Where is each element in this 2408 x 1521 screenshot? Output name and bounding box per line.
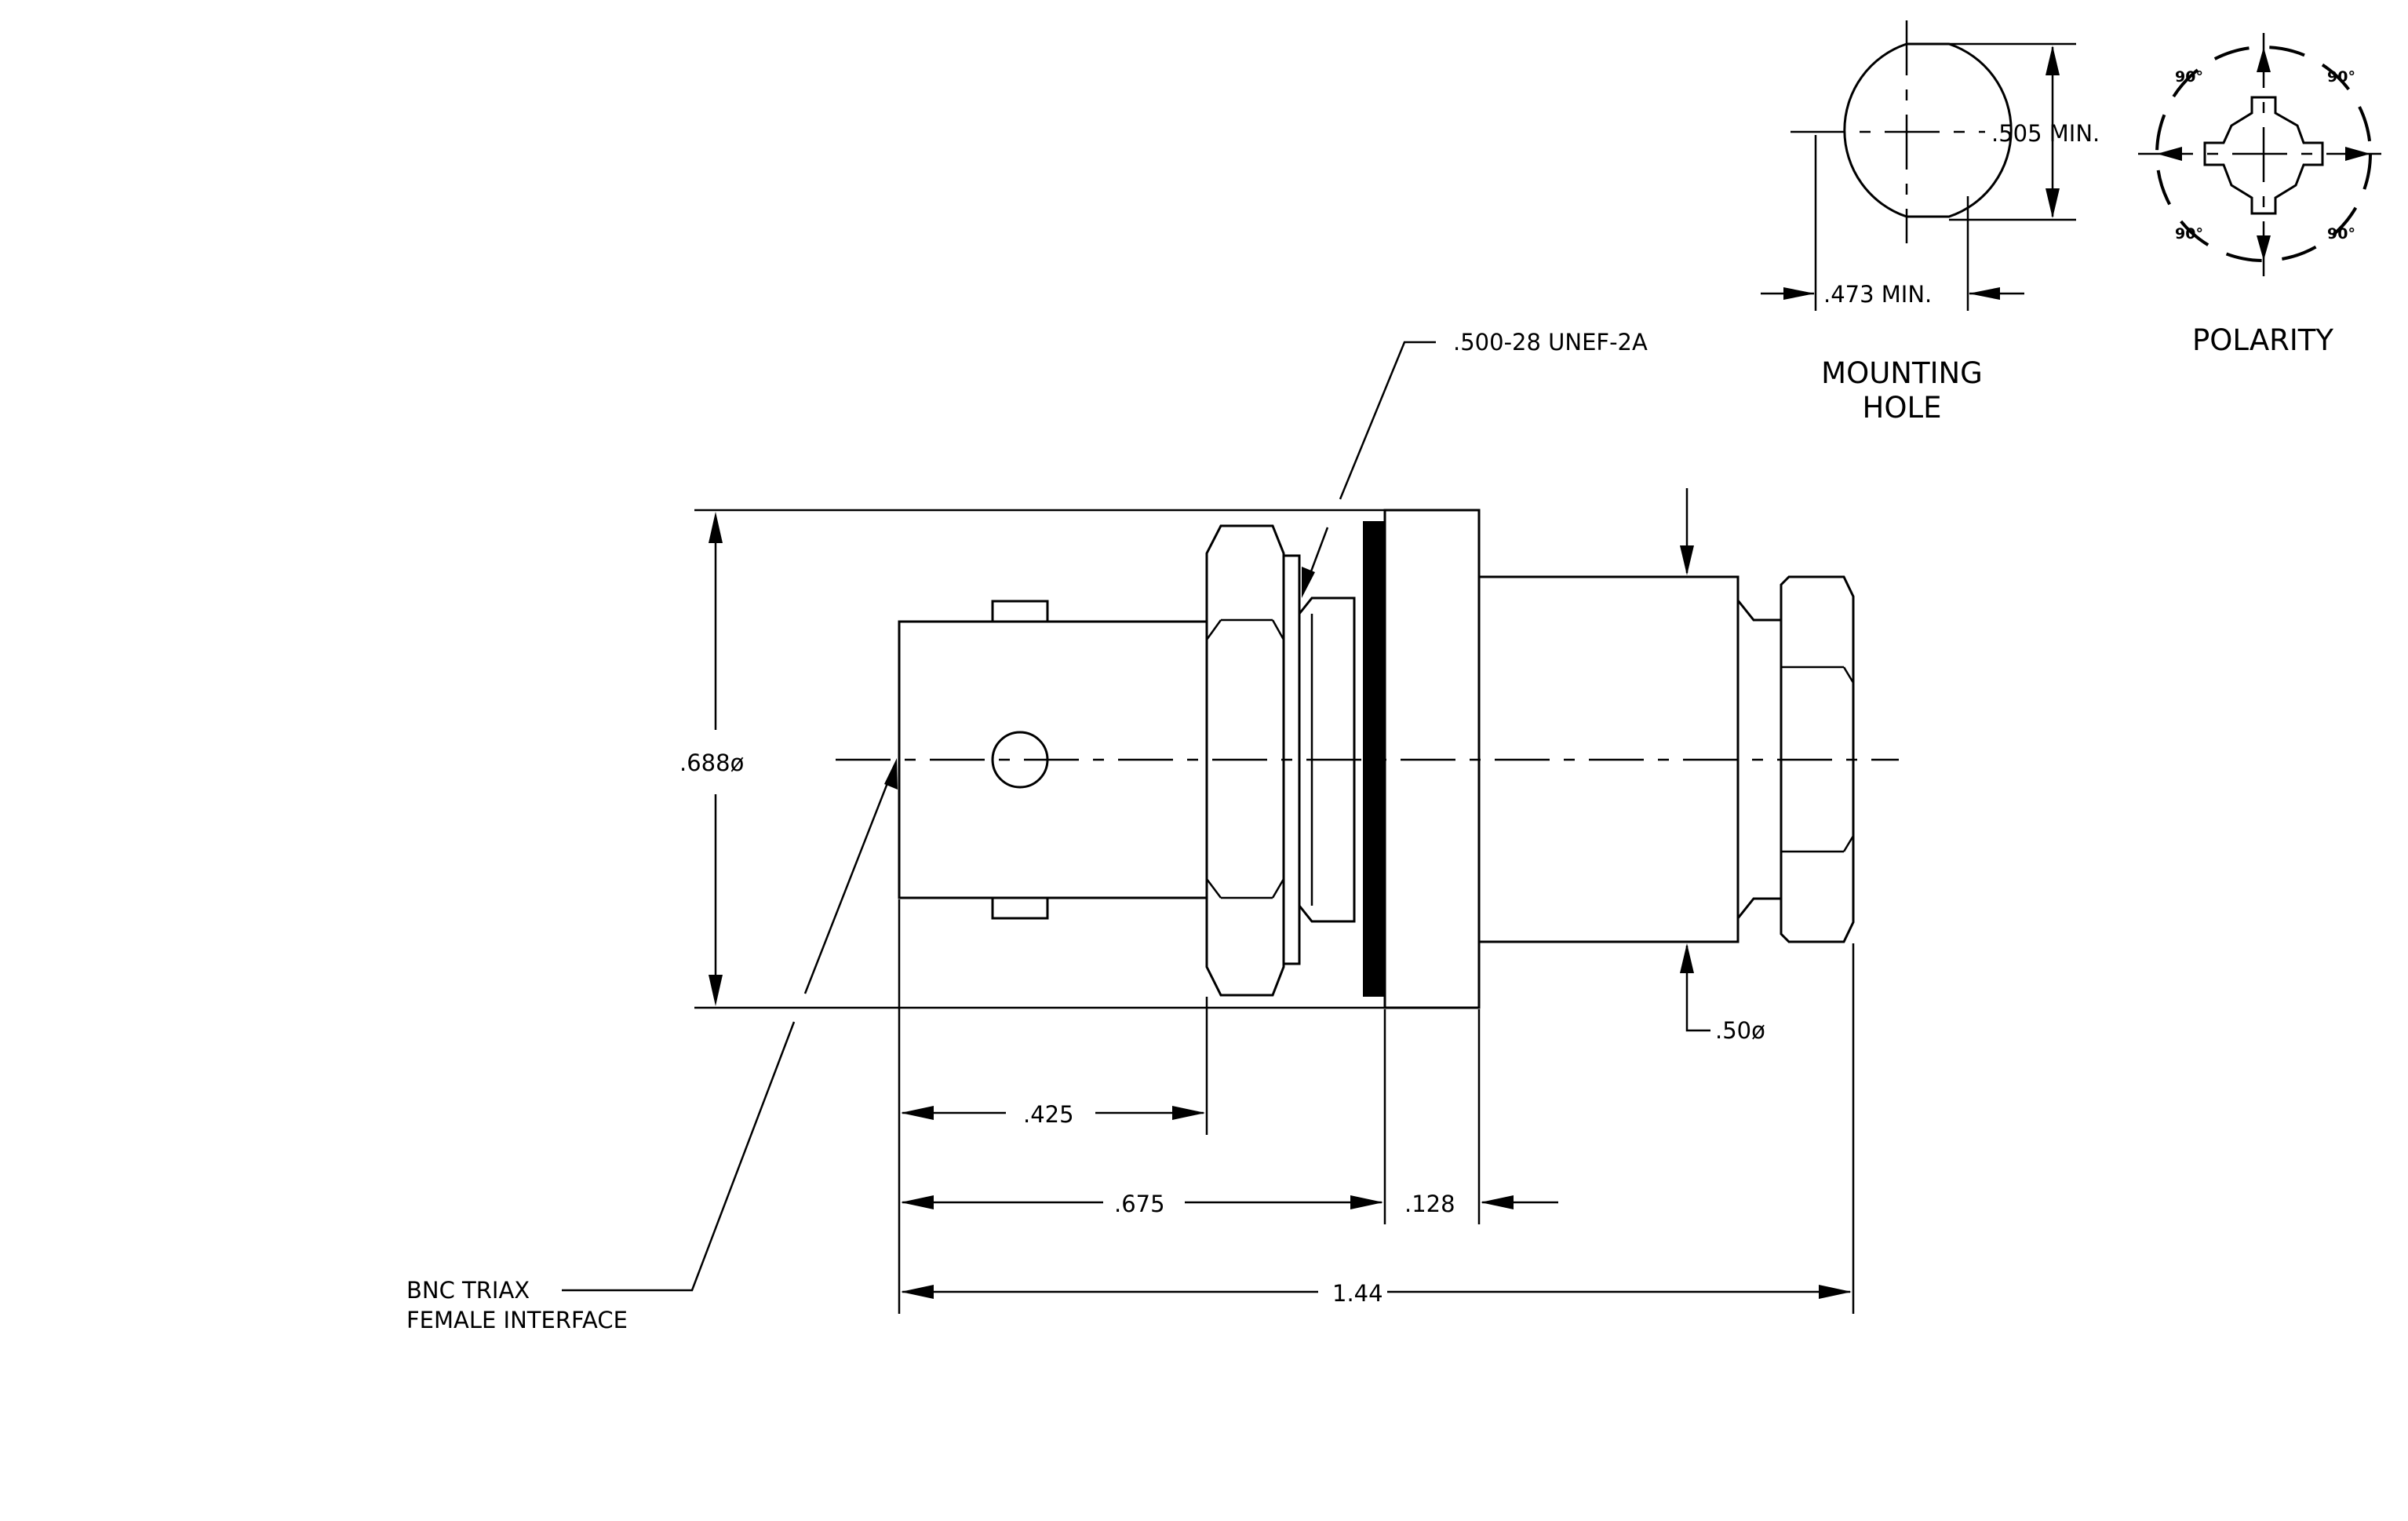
polarity-angle-bottom-right: 90° <box>2327 225 2355 243</box>
polarity-view: 90° 90° 90° 90° POLARITY <box>2138 33 2389 357</box>
arrowhead <box>1680 943 1694 973</box>
connector-side-view <box>836 509 1899 1009</box>
polarity-angle-top-right: 90° <box>2327 68 2355 86</box>
hex-edge <box>1205 619 1222 640</box>
interface-leader <box>562 1021 796 1292</box>
arrowhead <box>1350 1195 1383 1209</box>
leader-line <box>1685 946 1710 1032</box>
arrowhead <box>2257 235 2271 261</box>
thread-callout-label: .500-28 UNEF-2A <box>1453 329 1648 356</box>
hex-edge <box>1271 619 1285 640</box>
interface-note-line2: FEMALE INTERFACE <box>406 1307 628 1333</box>
arrowhead <box>1302 567 1315 598</box>
arrowhead <box>1481 1195 1514 1209</box>
arrowhead <box>2157 147 2182 161</box>
mounting-hole-title-line2: HOLE <box>1863 391 1942 425</box>
polarity-angle-top-left: 90° <box>2175 68 2203 86</box>
mounting-hole-view: .505 MIN. .473 MIN. MOUNTING HOLE <box>1761 20 2100 425</box>
arrowhead <box>1172 1106 1205 1120</box>
mounting-hole-width-label: .473 MIN. <box>1823 281 1932 308</box>
hex-edge <box>1206 878 1222 899</box>
arrowhead <box>901 1285 934 1299</box>
arrowhead <box>1783 287 1815 300</box>
thread-leader <box>1339 341 1436 500</box>
arrowhead <box>901 1106 934 1120</box>
arrowhead <box>1680 545 1694 575</box>
mounting-hole-height-label: .505 MIN. <box>1991 120 2100 147</box>
hex-edge <box>1271 878 1285 899</box>
dim-to-flange-label: .675 <box>1114 1191 1165 1217</box>
arrowhead <box>2257 47 2271 72</box>
arrowhead <box>1969 287 2000 300</box>
bayonet-slot-hole <box>991 731 1049 789</box>
hex-edge <box>1842 835 1855 852</box>
gasket <box>1363 521 1385 997</box>
front-hex-nut <box>1205 524 1285 997</box>
diameter-overall-label: .688ø <box>679 750 744 776</box>
polarity-angle-bottom-left: 90° <box>2175 225 2203 243</box>
rear-hex-nut <box>1780 575 1855 943</box>
arrowhead <box>901 1195 934 1209</box>
arrowhead <box>709 975 723 1006</box>
arrowhead <box>884 758 898 790</box>
polarity-title: POLARITY <box>2192 323 2333 357</box>
arrowhead <box>1819 1285 1852 1299</box>
hex-edge <box>1842 666 1855 684</box>
dim-overall-length-label: 1.44 <box>1332 1280 1383 1307</box>
interface-note-line1: BNC TRIAX <box>406 1277 530 1304</box>
mounting-hole-outline <box>1843 42 2013 218</box>
dim-interface-length-label: .425 <box>1023 1101 1074 1128</box>
arrowhead <box>709 512 723 543</box>
arrowhead <box>2345 147 2370 161</box>
diameter-body-label: .50ø <box>1715 1017 1765 1044</box>
mounting-hole-title-line1: MOUNTING <box>1821 356 1983 390</box>
dimensions: .688ø .50ø .425 .675 .128 1.4 <box>679 488 1855 1314</box>
arrowhead <box>2046 188 2060 218</box>
callouts: .500-28 UNEF-2A BNC TRIAX FEMALE INTERFA… <box>406 329 1648 1333</box>
arrowhead <box>2046 46 2060 75</box>
threaded-section <box>1298 596 1356 923</box>
bayonet-pin-top <box>991 600 1049 623</box>
dim-flange-label: .128 <box>1404 1191 1455 1217</box>
polarity-keyway <box>2203 96 2324 215</box>
bayonet-pin-bottom <box>991 896 1049 920</box>
interface-leader <box>803 764 896 994</box>
